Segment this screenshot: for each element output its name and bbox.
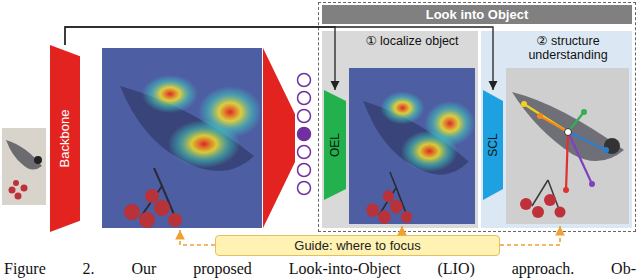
structure-berry bbox=[544, 194, 556, 206]
module-frame: Look into Object① localize objectOEL② st… bbox=[318, 2, 636, 232]
guide-line bbox=[180, 230, 215, 245]
structure-link bbox=[568, 112, 584, 132]
structure-stem bbox=[532, 180, 560, 212]
guide-lines bbox=[180, 226, 560, 245]
input-berry bbox=[15, 193, 22, 200]
stage-label: ② structure understanding bbox=[505, 34, 631, 62]
guide-line bbox=[401, 226, 403, 235]
node-label: SCL bbox=[487, 133, 499, 156]
feature-cell bbox=[298, 164, 311, 177]
figure-caption: Figure 2. Our proposed Look-into-Object … bbox=[4, 260, 636, 278]
feature-connector bbox=[65, 27, 335, 90]
feature-cell bbox=[298, 74, 311, 87]
structure-point bbox=[563, 187, 569, 193]
scl-module-outline bbox=[483, 90, 503, 200]
structure-point bbox=[537, 113, 543, 119]
input-bird bbox=[6, 140, 42, 170]
backbone-block-outline bbox=[50, 45, 80, 232]
feature-cell-active bbox=[298, 128, 311, 141]
guide-box: Guide: where to focus bbox=[215, 235, 500, 256]
input-berry bbox=[21, 185, 28, 192]
node-label: Guide: where to focus bbox=[294, 238, 420, 254]
node-label: Backbone bbox=[59, 110, 72, 168]
pooling-head bbox=[263, 48, 295, 228]
structure-bird bbox=[512, 92, 624, 161]
structure-link bbox=[568, 132, 606, 150]
input-berry bbox=[13, 180, 19, 186]
oel-module-outline bbox=[324, 90, 346, 200]
structure-point bbox=[603, 147, 609, 153]
module-title: Look into Object bbox=[322, 5, 632, 24]
feature-cell bbox=[298, 146, 311, 159]
structure-link bbox=[524, 104, 568, 132]
structure-image bbox=[506, 68, 629, 224]
structure-berry bbox=[532, 206, 544, 218]
guide-line bbox=[500, 226, 560, 245]
structure-links bbox=[524, 104, 606, 190]
structure-center bbox=[565, 129, 572, 136]
stage-panel: ① localize objectOEL bbox=[322, 31, 478, 228]
structure-bird-head bbox=[604, 138, 620, 154]
structure-berry bbox=[520, 198, 532, 210]
feature-heatmap bbox=[102, 48, 262, 228]
structure-berry bbox=[555, 207, 566, 218]
structure-point bbox=[581, 109, 587, 115]
structure-link bbox=[566, 132, 568, 190]
input-image bbox=[2, 128, 46, 205]
input-berry bbox=[9, 187, 16, 194]
feature-cell bbox=[298, 92, 311, 105]
structure-link bbox=[540, 116, 568, 132]
stage-label: ① localize object bbox=[349, 34, 475, 48]
feature-cell bbox=[298, 182, 311, 195]
input-bird-head bbox=[34, 156, 42, 164]
stage-panel: ② structure understandingSCL bbox=[481, 31, 632, 228]
oel-module: OEL bbox=[324, 90, 346, 200]
structure-link bbox=[568, 132, 592, 184]
backbone-block: Backbone bbox=[50, 45, 80, 232]
scl-module: SCL bbox=[483, 90, 503, 200]
feature-cell bbox=[298, 110, 311, 123]
node-label: OEL bbox=[329, 133, 341, 157]
structure-point bbox=[589, 181, 595, 187]
structure-point bbox=[521, 101, 527, 107]
object-heatmap bbox=[349, 68, 475, 224]
